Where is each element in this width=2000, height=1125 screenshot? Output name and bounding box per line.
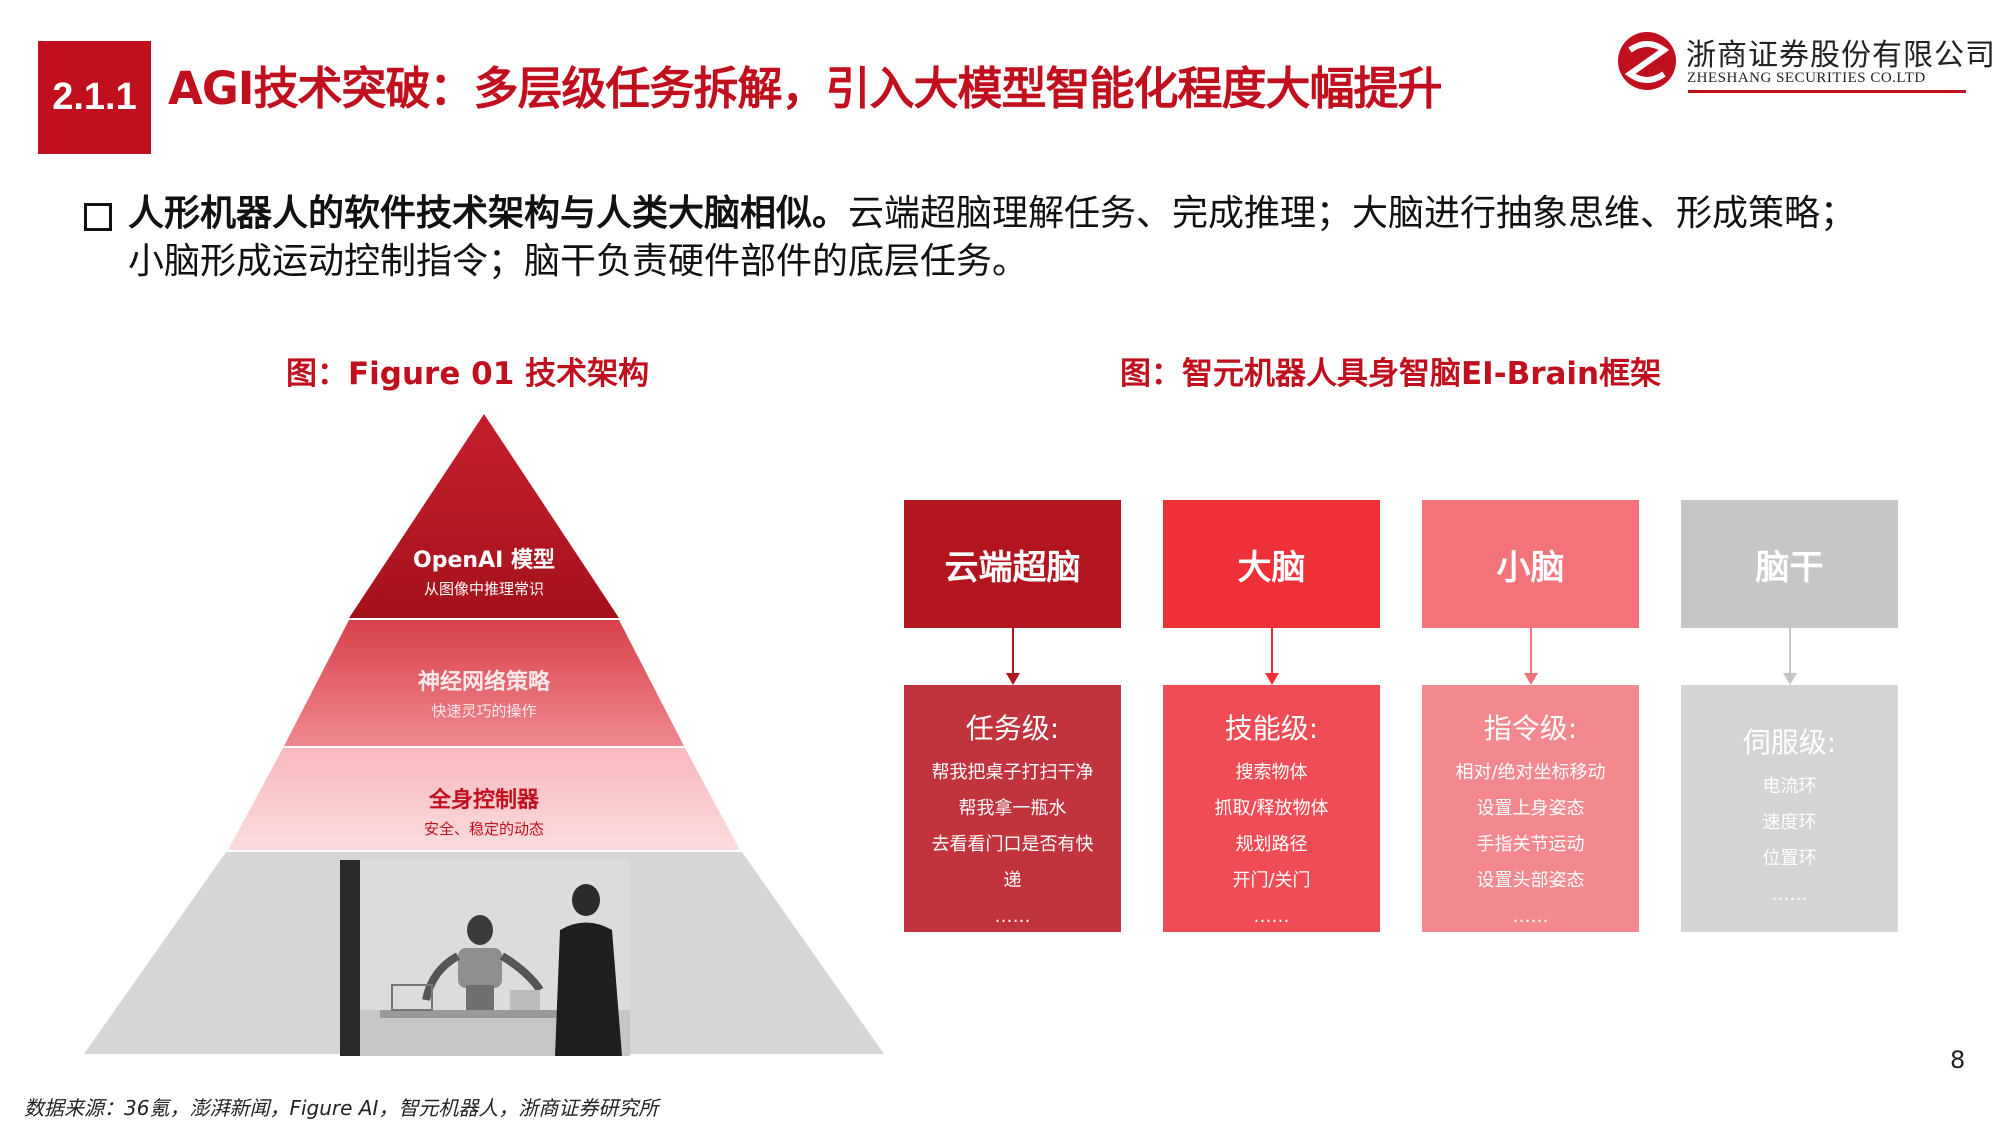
- column1-item: 帮我拿一瓶水: [958, 798, 1067, 819]
- column3-box: 指令级: 相对/绝对坐标移动 设置上身姿态 手指关节运动 设置头部姿态 ……: [1422, 685, 1639, 932]
- column2-item: 规划路径: [1235, 834, 1308, 855]
- column2-arrow-icon: [1265, 673, 1279, 685]
- robot-photo-illustration: [340, 860, 630, 1056]
- column3-item: 相对/绝对坐标移动: [1455, 762, 1606, 783]
- column1-arrow-line: [1012, 628, 1014, 678]
- column3-arrow-icon: [1524, 673, 1538, 685]
- bullet-line1-rest: 云端超脑理解任务、完成推理；大脑进行抽象思维、形成策略；: [848, 193, 1857, 234]
- layer1-sub: 从图像中推理常识: [423, 580, 544, 598]
- column2-item: 开门/关门: [1232, 870, 1311, 891]
- layer3-main: 全身控制器: [428, 788, 539, 813]
- column2-item: 搜索物体: [1235, 762, 1308, 783]
- column3-level: 指令级:: [1483, 712, 1578, 745]
- layer3-sub: 安全、稳定的动态: [423, 820, 544, 838]
- zheshang-logo-icon: [1618, 32, 1676, 90]
- data-source-note: 数据来源：36氪，澎湃新闻，Figure AI，智元机器人，浙商证券研究所: [24, 1096, 659, 1120]
- page-number: 8: [1950, 1046, 1966, 1074]
- layer2-label: 神经网络策略 快速灵巧的操作: [284, 664, 684, 721]
- column4-box: 伺服级: 电流环 速度环 位置环 ……: [1681, 685, 1898, 932]
- pyramid-layer-middle: [284, 620, 684, 746]
- pyramid-layer-top: [349, 414, 619, 618]
- column3-item: 设置头部姿态: [1476, 870, 1585, 891]
- column3-arrow-line: [1530, 628, 1532, 678]
- page-title: AGI技术突破：多层级任务拆解，引入大模型智能化程度大幅提升: [168, 62, 1443, 115]
- column3-item: ……: [1512, 906, 1549, 927]
- column4-level: 伺服级:: [1742, 726, 1837, 759]
- column1-item: 去看看门口是否有快: [931, 834, 1094, 855]
- bullet-line2: 小脑形成运动控制指令；脑干负责硬件部件的底层任务。: [128, 241, 1029, 282]
- column3-item: 手指关节运动: [1476, 834, 1585, 855]
- column1-box: 任务级: 帮我把桌子打扫干净 帮我拿一瓶水 去看看门口是否有快 递 ……: [904, 685, 1121, 932]
- column4-header: 脑干: [1681, 500, 1898, 628]
- robot-photo: [340, 860, 630, 1056]
- column2-arrow-line: [1271, 628, 1273, 678]
- layer3-label: 全身控制器 安全、稳定的动态: [284, 782, 684, 839]
- column2-item: ……: [1253, 906, 1290, 927]
- column4-arrow-icon: [1783, 673, 1797, 685]
- section-number: 2.1.1: [38, 41, 151, 154]
- column3-header: 小脑: [1422, 500, 1639, 628]
- column2-header: 大脑: [1163, 500, 1380, 628]
- layer2-sub: 快速灵巧的操作: [431, 702, 537, 720]
- column1-item: 递: [1003, 870, 1022, 891]
- bullet-square-icon: [84, 203, 112, 231]
- column2-level: 技能级:: [1224, 712, 1319, 745]
- column2-box: 技能级: 搜索物体 抓取/释放物体 规划路径 开门/关门 ……: [1163, 685, 1380, 932]
- bullet-bold-text: 人形机器人的软件技术架构与人类大脑相似。: [128, 193, 849, 234]
- bullet-paragraph: 人形机器人的软件技术架构与人类大脑相似。云端超脑理解任务、完成推理；大脑进行抽象…: [128, 190, 1958, 286]
- figure-right-title: 图：智元机器人具身智脑EI-Brain框架: [1120, 356, 1662, 392]
- column1-item: 帮我把桌子打扫干净: [931, 762, 1094, 783]
- column1-level: 任务级:: [965, 712, 1060, 745]
- column1-arrow-icon: [1006, 673, 1020, 685]
- column4-item: ……: [1771, 884, 1808, 905]
- logo-english-name: ZHESHANG SECURITIES CO.LTD: [1687, 70, 1926, 86]
- layer1-label: OpenAI 模型 从图像中推理常识: [284, 542, 684, 599]
- column4-arrow-line: [1789, 628, 1791, 678]
- column1-item: ……: [994, 906, 1031, 927]
- column2-item: 抓取/释放物体: [1214, 798, 1329, 819]
- figure-left-title: 图：Figure 01 技术架构: [286, 356, 650, 392]
- column4-item: 位置环: [1762, 848, 1817, 869]
- column4-item: 速度环: [1762, 812, 1817, 833]
- company-logo: 浙商证券股份有限公司 ZHESHANG SECURITIES CO.LTD: [1616, 28, 1995, 98]
- layer1-main: OpenAI 模型: [413, 548, 555, 573]
- column4-item: 电流环: [1762, 776, 1817, 797]
- pyramid-layer-lower: [228, 748, 740, 850]
- logo-underline: [1688, 90, 1966, 93]
- column1-header: 云端超脑: [904, 500, 1121, 628]
- logo-chinese-name: 浙商证券股份有限公司: [1686, 38, 1996, 73]
- layer2-main: 神经网络策略: [417, 670, 550, 695]
- column3-item: 设置上身姿态: [1476, 798, 1585, 819]
